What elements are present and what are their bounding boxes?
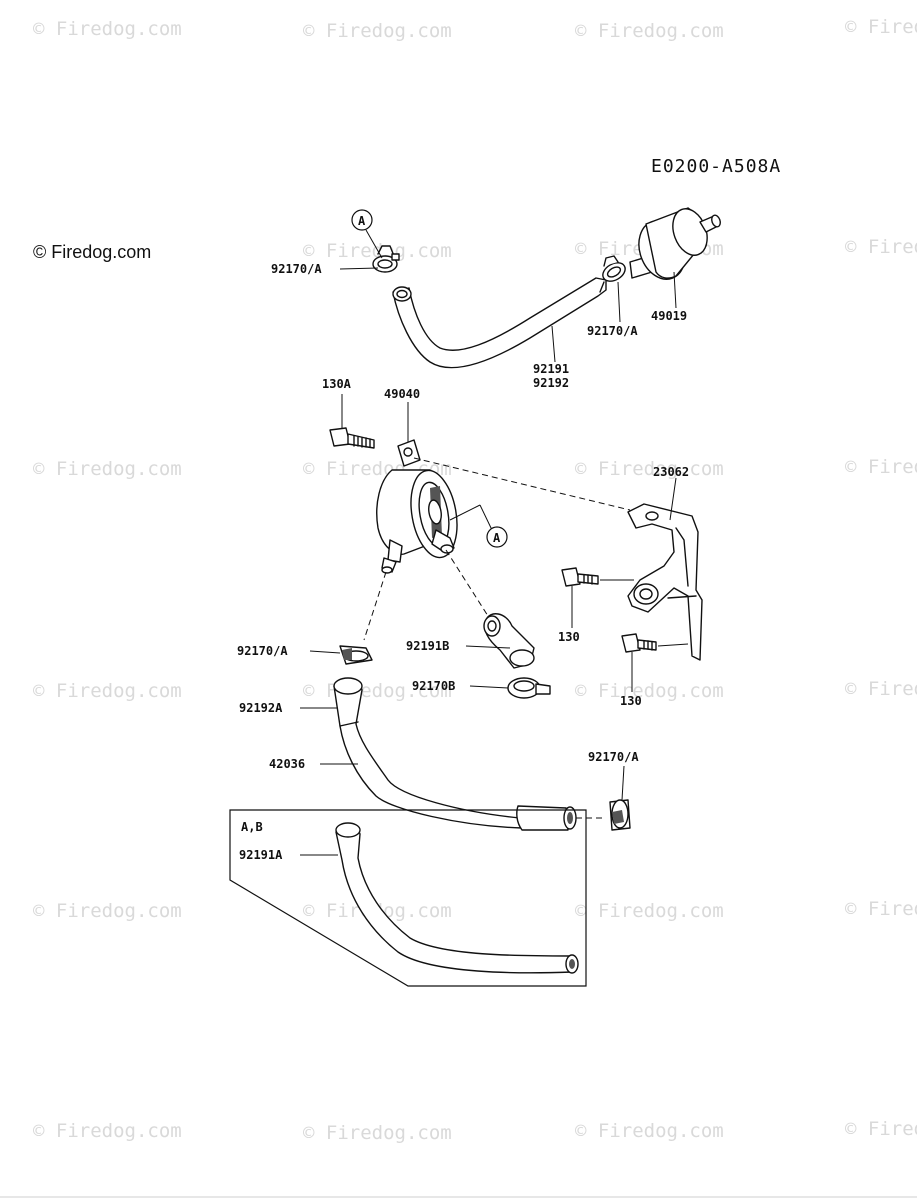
watermark: © Firedog.com [33, 458, 182, 480]
watermark: © Firedog.com [575, 20, 724, 42]
watermark: © Firedog.com [33, 1120, 182, 1142]
part-label: 92170/A [271, 262, 322, 276]
part-label: 92191A [239, 848, 283, 862]
part-label: 92192A [239, 701, 283, 715]
inset-frame: A,B [229, 809, 587, 987]
hose-clamp-icon [609, 799, 631, 831]
watermark: © Firedog.com [845, 456, 917, 478]
part-label: 130 [558, 630, 580, 644]
callout-a: A [351, 209, 383, 259]
callout-letter: A [358, 214, 366, 228]
callout-a: A [449, 504, 508, 548]
fuel-hose-42036 [333, 677, 577, 831]
part-label: 92192 [533, 376, 569, 390]
part-label: 49040 [384, 387, 420, 401]
callout-letter: A [493, 531, 501, 545]
part-label: 42036 [269, 757, 305, 771]
part-label: 92170/A [587, 324, 638, 338]
fuel-hose-92191 [392, 277, 607, 369]
fuel-hose-92191a [335, 822, 579, 974]
part-label: 49019 [651, 309, 687, 323]
watermark: © Firedog.com [33, 900, 182, 922]
watermark: © Firedog.com [575, 900, 724, 922]
watermark: © Firedog.com [845, 1118, 917, 1140]
watermark: © Firedog.com [845, 16, 917, 38]
part-label: 92170/A [588, 750, 639, 764]
watermark: © Firedog.com [575, 1120, 724, 1142]
watermark: © Firedog.com [845, 236, 917, 258]
part-label: 92170/A [237, 644, 288, 658]
watermark: © Firedog.com [303, 20, 452, 42]
watermark: © Firedog.com [303, 240, 452, 262]
watermark: © Firedog.com [575, 458, 724, 480]
bolt-130 [621, 633, 657, 653]
hose-clamp-icon [602, 255, 626, 282]
part-label: 92170B [412, 679, 455, 693]
fuel-pump-49040 [376, 439, 458, 574]
fuel-filter-49019 [629, 207, 721, 280]
bolt-130a [329, 427, 375, 449]
watermark-layer: © Firedog.com © Firedog.com © Firedog.co… [33, 16, 917, 1144]
hose-clamp-icon [339, 645, 373, 665]
watermark: © Firedog.com [575, 680, 724, 702]
inset-label: A,B [241, 820, 263, 834]
copyright-label: © Firedog.com [33, 242, 151, 262]
part-label: 92191 [533, 362, 569, 376]
watermark: © Firedog.com [845, 678, 917, 700]
bracket-23062 [627, 503, 703, 661]
part-label: 23062 [653, 465, 689, 479]
watermark: © Firedog.com [33, 18, 182, 40]
hose-clamp-icon [372, 245, 400, 273]
part-label: 130 [620, 694, 642, 708]
hose-clamp-icon [507, 677, 551, 699]
bolt-130 [561, 567, 599, 587]
hose-92191b [483, 613, 535, 669]
watermark: © Firedog.com [303, 1122, 452, 1144]
part-label: 92191B [406, 639, 449, 653]
watermark: © Firedog.com [33, 680, 182, 702]
part-label: 130A [322, 377, 352, 391]
watermark: © Firedog.com [845, 898, 917, 920]
diagram-code: E0200-A508A [651, 156, 781, 177]
